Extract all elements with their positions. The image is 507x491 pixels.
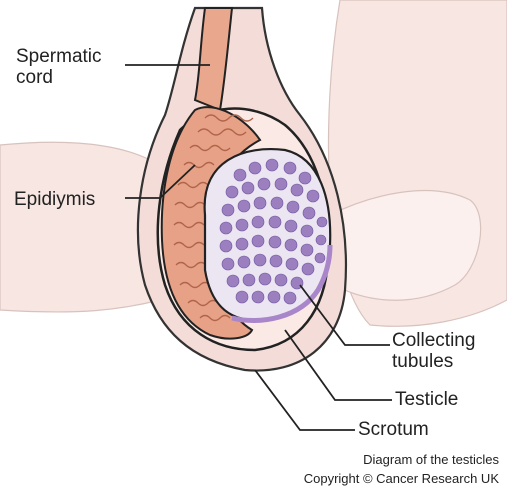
left-thigh-shape [0,142,160,312]
label-spermatic-cord: Spermatic cord [16,46,102,88]
label-epididymis: Epidiymis [14,189,95,210]
label-scrotum: Scrotum [358,419,429,440]
label-collecting-tubules: Collecting tubules [392,330,475,372]
label-testicle: Testicle [395,389,458,410]
caption-title: Diagram of the testicles [363,452,499,468]
caption-copyright: Copyright © Cancer Research UK [304,471,499,487]
